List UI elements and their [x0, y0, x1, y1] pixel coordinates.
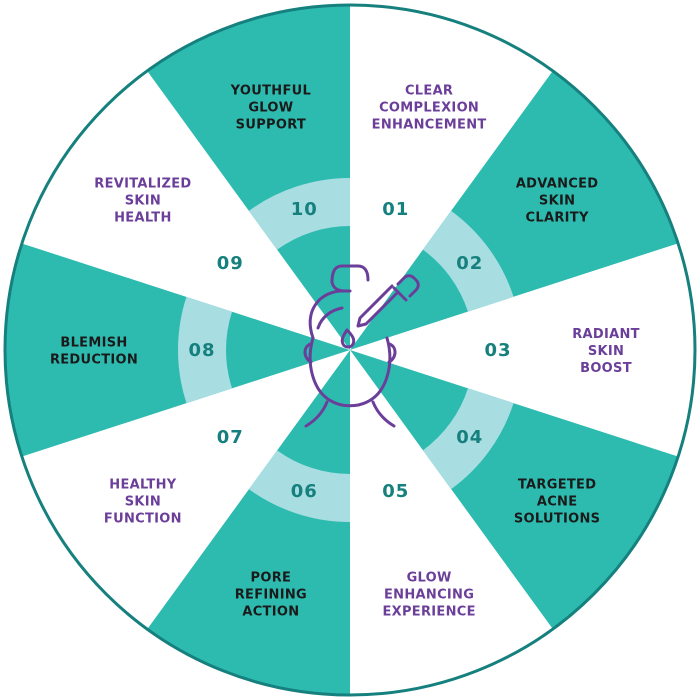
segment-09-wedge [22, 71, 351, 350]
segment-08-number: 08 [188, 340, 215, 361]
segment-02-number: 02 [456, 253, 483, 274]
segment-label-line: HEALTH [114, 211, 172, 226]
segment-10-wedge [147, 6, 350, 350]
segment-05-number: 05 [382, 481, 409, 502]
segment-label-line: ENHANCEMENT [372, 118, 487, 133]
segment-02-band [422, 210, 514, 312]
segment-labels: CLEAR COMPLEXION ENHANCEMENT ADVANCED SKIN CL… [50, 84, 640, 620]
segment-label-line: CLEAR [405, 84, 453, 99]
segment-label-line: REVITALIZED [94, 177, 191, 192]
segment-label-line: ACTION [242, 604, 299, 619]
segment-06-number: 06 [291, 481, 318, 502]
segment-label-line: BOOST [580, 361, 632, 376]
segment-03-number: 03 [484, 340, 511, 361]
segment-07-number: 07 [217, 427, 244, 448]
segment-label-line: BLEMISH [60, 336, 127, 351]
segment-label-line: COMPLEXION [379, 101, 479, 116]
segment-04-number: 04 [456, 427, 483, 448]
segment-06-band [248, 450, 350, 522]
segment-label-line: GLOW [407, 570, 452, 585]
segment-05-wedge [350, 350, 553, 694]
segment-06-wedge [147, 350, 350, 694]
segment-02-wedge [350, 71, 678, 350]
face-with-dropper-icon [303, 264, 420, 428]
segment-10-band [248, 178, 350, 250]
wheel-wedges [6, 6, 694, 694]
segment-label-line: SKIN [125, 194, 161, 209]
segment-label-line: FUNCTION [104, 511, 182, 526]
segment-label-line: REDUCTION [50, 353, 138, 368]
segment-04-wedge [350, 350, 678, 629]
segment-04-band [422, 388, 514, 490]
segment-07-label: HEALTHY SKIN FUNCTION [104, 477, 182, 526]
segment-08-band [178, 296, 233, 404]
number-bands [178, 178, 514, 522]
segment-label-line: HEALTHY [109, 477, 177, 492]
segment-03-label: RADIANT SKIN BOOST [572, 327, 640, 376]
segment-06-label: PORE REFINING ACTION [235, 570, 307, 619]
segment-label-line: SOLUTIONS [514, 511, 601, 526]
segment-07-wedge [22, 350, 351, 629]
segment-label-line: SKIN [125, 494, 161, 509]
segment-01-number: 01 [382, 199, 409, 220]
segment-label-line: SUPPORT [236, 118, 306, 133]
segment-05-label: GLOW ENHANCING EXPERIENCE [382, 570, 475, 619]
segment-01-wedge [350, 6, 553, 350]
segment-09-number: 09 [217, 253, 244, 274]
segment-label-line: ADVANCED [516, 177, 599, 192]
segment-10-number: 10 [291, 199, 318, 220]
segment-01-label: CLEAR COMPLEXION ENHANCEMENT [372, 84, 487, 133]
segment-08-wedge [6, 243, 350, 457]
outer-ring [3, 3, 697, 697]
segment-label-line: SKIN [588, 344, 624, 359]
segment-label-line: ACNE [537, 494, 578, 509]
segment-label-line: ENHANCING [384, 587, 474, 602]
segment-label-line: TARGETED [518, 477, 596, 492]
segment-label-line: RADIANT [572, 327, 640, 342]
segment-label-line: REFINING [235, 587, 307, 602]
segment-04-label: TARGETED ACNE SOLUTIONS [514, 477, 601, 526]
segment-08-label: BLEMISH REDUCTION [50, 336, 138, 368]
segment-label-line: CLARITY [526, 211, 589, 226]
segment-10-label: YOUTHFUL GLOW SUPPORT [230, 84, 311, 133]
segment-09-label: REVITALIZED SKIN HEALTH [94, 177, 191, 226]
segment-03-wedge [350, 243, 694, 457]
segment-label-line: EXPERIENCE [382, 604, 475, 619]
segment-02-label: ADVANCED SKIN CLARITY [516, 177, 599, 226]
segment-numbers: 01 02 03 04 05 06 07 08 09 10 [188, 199, 511, 502]
segment-label-line: SKIN [539, 194, 575, 209]
segment-label-line: PORE [251, 570, 292, 585]
segment-label-line: GLOW [248, 101, 293, 116]
segment-label-line: YOUTHFUL [230, 84, 311, 99]
